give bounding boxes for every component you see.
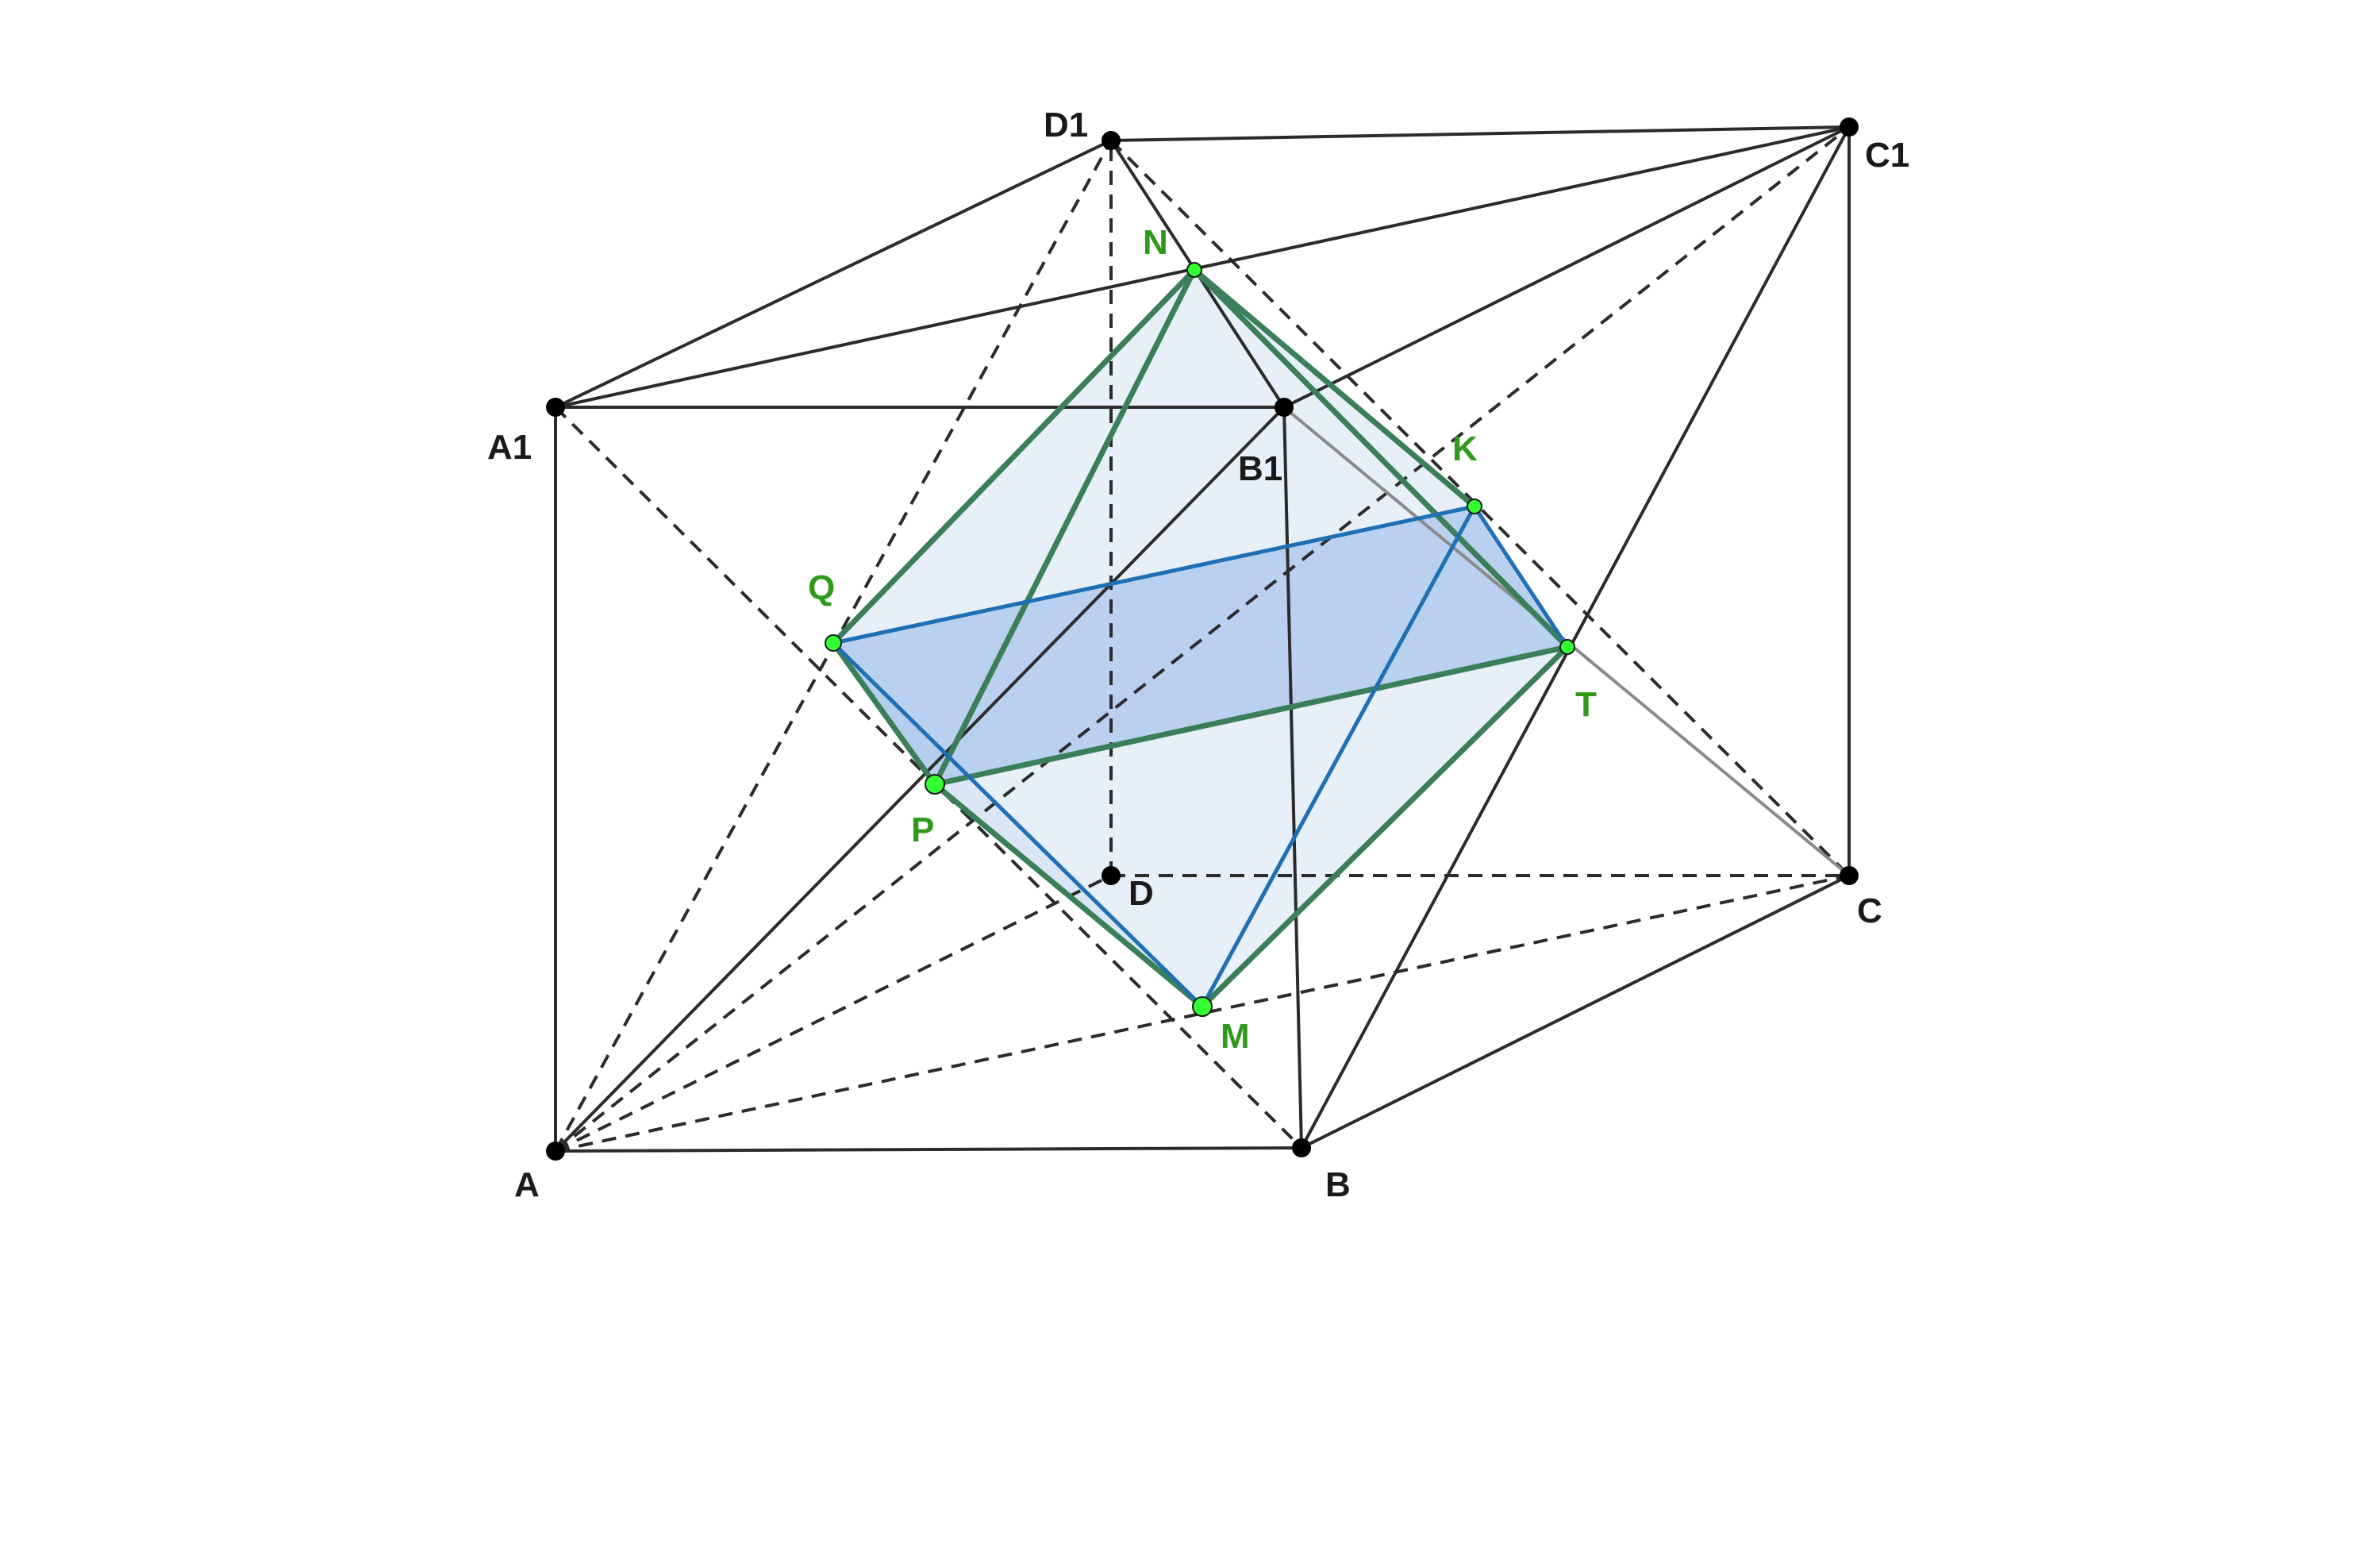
vertex-D1: [1102, 131, 1121, 150]
label-D: D: [1128, 874, 1154, 913]
section-Q-K-T-P: [833, 506, 1567, 784]
edge-B-C: [1301, 874, 1850, 1149]
diag-A-B1: [554, 406, 1286, 1153]
diag-A-C: [555, 874, 1850, 1153]
label-M: M: [1221, 1017, 1250, 1056]
edge-N-Q: [830, 267, 1198, 646]
edge-B1-C1: [1283, 125, 1850, 409]
edge-D1-C1: [1110, 125, 1850, 142]
vertex-B1: [1275, 398, 1294, 417]
vertex-D: [1102, 866, 1121, 885]
vertex-P: [925, 774, 945, 795]
edge-Q-M: [831, 641, 1205, 1009]
edge-A-D: [555, 874, 1112, 1153]
vertex-K: [1467, 499, 1482, 514]
edge-N-T: [1191, 267, 1571, 650]
edge-N-P: [932, 267, 1198, 787]
vertex-M: [1192, 996, 1213, 1017]
edge-A-B: [555, 1146, 1302, 1153]
vertex-C1: [1840, 117, 1859, 137]
face-M-P-T: [935, 647, 1567, 1007]
label-B1: B1: [1238, 449, 1282, 488]
edge-Q-K: [831, 504, 1477, 645]
diag-A1-C1: [555, 125, 1850, 409]
edge-A1-D1: [555, 139, 1112, 409]
vertex-points: [546, 117, 1859, 1161]
label-C: C: [1857, 891, 1882, 930]
vertex-N: [1186, 262, 1202, 278]
label-N: N: [1143, 223, 1168, 262]
edge-M-T: [1199, 644, 1571, 1010]
edge-P-M: [932, 781, 1205, 1010]
vertex-Q: [825, 634, 842, 652]
diag-D1-C: [1109, 139, 1851, 877]
octahedron-edges: [830, 267, 1571, 1010]
edge-Q-P: [830, 640, 938, 787]
label-T: T: [1575, 685, 1597, 724]
edge-K-T: [1472, 504, 1570, 649]
diag-B-C1: [1300, 126, 1851, 1149]
edge-P-T: [932, 644, 1571, 787]
label-P: P: [911, 811, 934, 849]
vertex-labels: A B C D A1 B1 C1 D1 N K Q T P M: [487, 106, 1909, 1204]
edge-N-K: [1191, 267, 1478, 510]
label-A1: A1: [487, 428, 532, 467]
label-K: K: [1452, 429, 1478, 468]
vertex-A1: [546, 398, 565, 417]
visible-edges: [554, 125, 1851, 1153]
vertex-T: [1559, 639, 1575, 655]
vertex-A: [546, 1142, 565, 1161]
label-B: B: [1325, 1165, 1351, 1204]
vertex-B: [1292, 1138, 1311, 1157]
edge-M-K: [1200, 504, 1477, 1009]
label-A: A: [514, 1165, 540, 1204]
label-C1: C1: [1865, 136, 1909, 175]
label-Q: Q: [808, 568, 835, 607]
label-D1: D1: [1044, 106, 1088, 144]
diag-A-C1: [554, 125, 1851, 1153]
edge-B-B1: [1282, 406, 1303, 1149]
vertex-C: [1840, 866, 1859, 885]
octahedron-faces: [833, 270, 1567, 1007]
